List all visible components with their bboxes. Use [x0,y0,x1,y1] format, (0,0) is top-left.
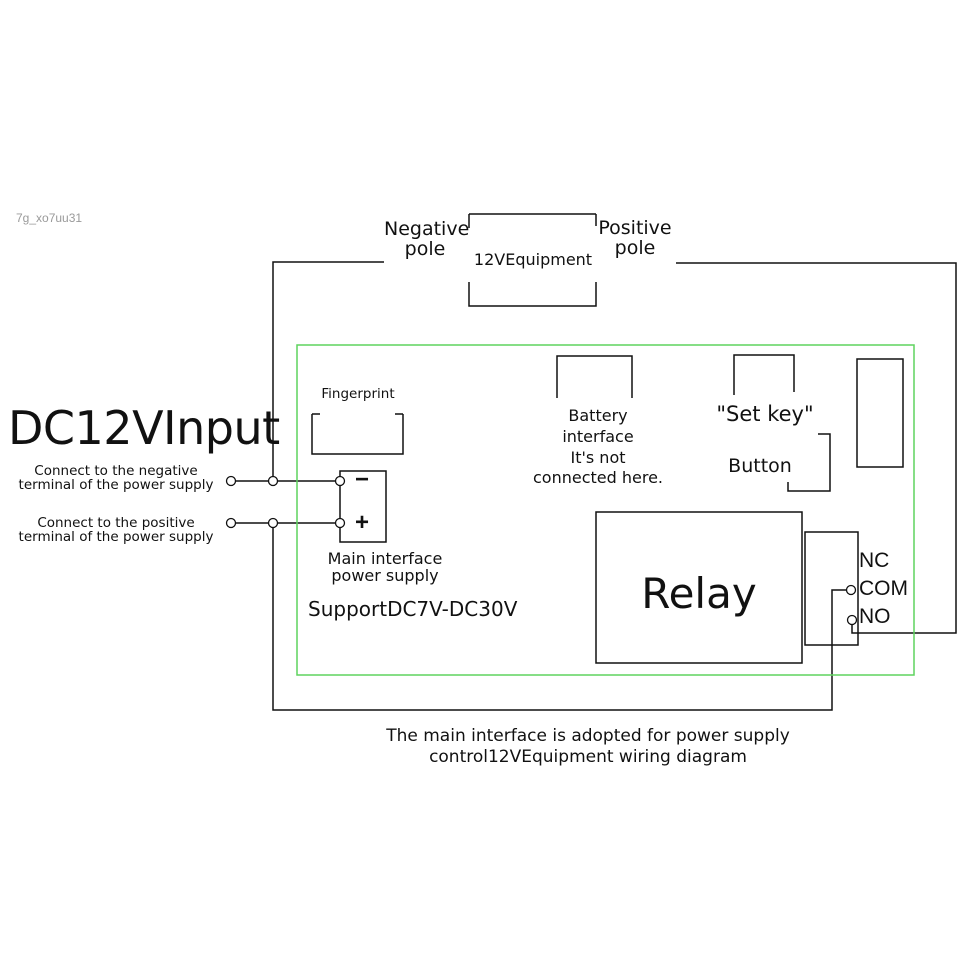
set-key-box [733,354,795,395]
battery-line1: Battery [568,406,628,425]
negative-terminal-line1: Connect to the negative [34,463,198,479]
terminal-block [804,531,859,646]
terminal-nc-label: NC [859,549,890,572]
caption-line2: control12VEquipment wiring diagram [429,747,747,768]
button-label: Button [728,455,792,477]
negative-pole-label: Negative pole [384,218,470,260]
terminal-com-label: COM [859,577,908,600]
positive-wire [676,262,957,634]
terminal-no-label: NO [859,605,891,628]
input-positive-terminal [225,517,237,529]
positive-pole-label: Positive pole [594,217,676,259]
battery-box [556,355,633,398]
com-wire [272,523,847,711]
positive-terminal-line2: terminal of the power supply [18,529,214,546]
negative-pole-line1: Negative [384,218,470,240]
equipment-box [468,213,597,307]
battery-line3: It's not [570,447,626,467]
set-key-label: "Set key" [716,402,814,426]
input-title: DC12VInput [8,401,280,455]
positive-terminal-label: Connect to the positive terminal of the … [6,515,226,546]
main-interface-line1: Main interface [327,549,443,568]
no-terminal [846,614,858,626]
connector-plus-pin [334,517,346,529]
caption-line1: The main interface is adopted for power … [386,726,790,746]
power-connector-box [339,470,387,543]
main-interface-line2: power supply [331,565,439,585]
negative-terminal-label: Connect to the negative terminal of the … [6,463,226,494]
button-box [787,433,831,492]
minus-sign: − [354,466,369,493]
connector-minus-pin [334,475,346,487]
positive-pole-line2: pole [614,236,656,259]
watermark: 7g_xo7uu31 [16,211,83,225]
negative-pole-line2: pole [404,237,446,260]
equipment-label: 12VEquipment [473,250,593,269]
battery-line4: connected here. [532,468,663,488]
com-terminal [845,584,857,596]
right-component [856,358,904,468]
negative-wire [272,261,384,481]
positive-terminal-line1: Connect to the positive [37,515,195,531]
main-interface-label: Main interface power supply [305,549,465,585]
fingerprint-label: Fingerprint [321,386,395,402]
positive-junction [267,517,279,529]
battery-line2: interface [562,426,634,446]
plus-sign: + [354,509,369,536]
negative-junction [267,475,279,487]
board-border [296,344,915,676]
diagram-caption: The main interface is adopted for power … [340,726,836,769]
relay-box [595,511,803,664]
negative-terminal-line2: terminal of the power supply [18,477,214,494]
support-range: SupportDC7V-DC30V [308,597,518,621]
input-negative-terminal [225,475,237,487]
relay-label: Relay [641,569,757,618]
positive-pole-line1: Positive [598,217,672,239]
battery-interface-label: Battery interface It's not connected her… [520,406,676,489]
fingerprint-box [311,413,404,455]
